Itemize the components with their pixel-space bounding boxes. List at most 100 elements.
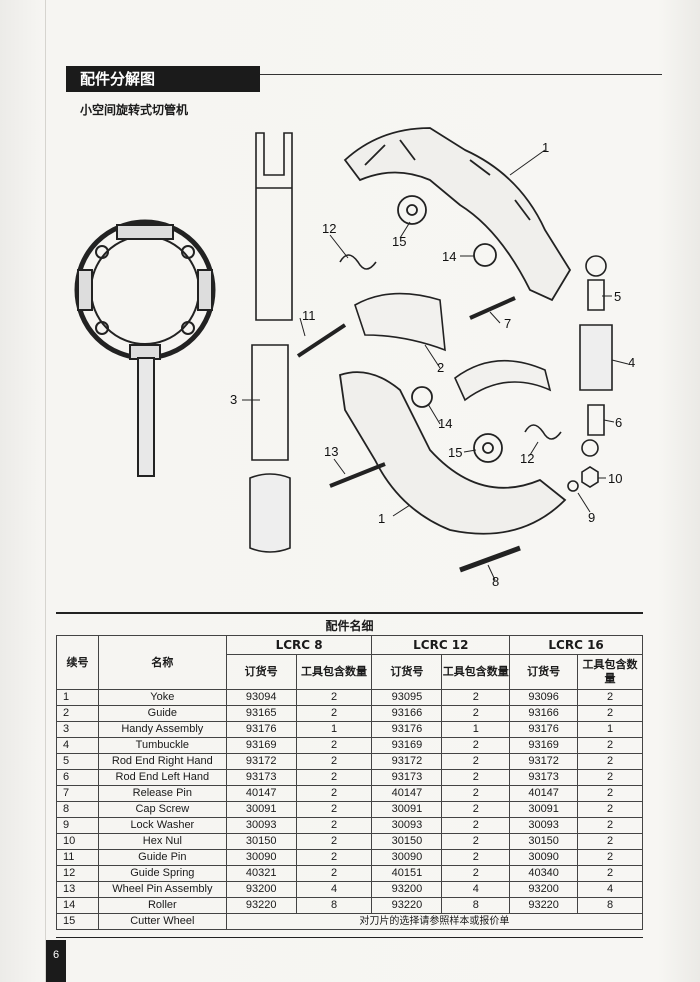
header-rule (260, 74, 662, 75)
cell-qty: 2 (577, 801, 643, 818)
cell-name: Guide Pin (97, 849, 227, 866)
guides-drawing (354, 292, 552, 402)
cell-qty: 2 (295, 737, 373, 754)
cell-name: Rod End Left Hand (97, 769, 227, 786)
cell-order-no: 30090 (509, 849, 579, 866)
cell-no: 4 (56, 737, 99, 754)
cell-order-no: 93173 (509, 769, 579, 786)
cell-no: 3 (56, 721, 99, 738)
cell-order-no: 30090 (371, 849, 443, 866)
cell-name: Guide Spring (97, 865, 227, 882)
cell-order-no: 40340 (509, 865, 579, 882)
cell-order-no: 40147 (509, 785, 579, 802)
cell-qty: 2 (441, 833, 511, 850)
exploded-parts-diagram: 1 12 15 14 5 11 7 4 3 2 14 6 13 15 12 10… (74, 127, 635, 589)
cell-order-no: 93166 (509, 705, 579, 722)
cell-qty: 2 (441, 737, 511, 754)
cell-qty: 1 (441, 721, 511, 738)
cell-order-no: 93169 (225, 737, 297, 754)
lower-yoke-drawing (339, 371, 567, 535)
callout-6: 6 (615, 415, 622, 430)
cell-order-no: 93095 (371, 689, 443, 706)
cell-order-no: 30093 (509, 817, 579, 834)
cell-order-no: 40321 (225, 865, 297, 882)
cell-order-no: 93220 (509, 897, 579, 914)
callout-3: 3 (230, 392, 237, 407)
callout-2: 2 (437, 360, 444, 375)
cell-qty: 4 (441, 881, 511, 898)
cell-qty: 2 (295, 833, 373, 850)
cell-order-no: 30091 (225, 801, 297, 818)
cell-qty: 8 (441, 897, 511, 914)
callout-11: 11 (302, 308, 316, 323)
cell-no: 11 (56, 849, 99, 866)
cell-qty: 2 (441, 817, 511, 834)
col-header-qty-8: 工具包含数量 (295, 654, 373, 690)
callout-8: 8 (492, 574, 499, 589)
leader-lines (242, 149, 629, 581)
cell-no: 1 (56, 689, 99, 706)
parts-table: 续号 名称 LCRC 8 LCRC 12 LCRC 16 订货号 工具包含数量 … (56, 635, 644, 930)
assembled-cutter-drawing (74, 219, 216, 477)
cell-order-no: 93172 (371, 753, 443, 770)
cutter-wheel-note: 对刀片的选择请参照样本或报价单 (225, 913, 644, 930)
cell-order-no: 93176 (225, 721, 297, 738)
cell-order-no: 93172 (225, 753, 297, 770)
cell-order-no: 30150 (225, 833, 297, 850)
cell-qty: 2 (295, 849, 373, 866)
cell-qty: 2 (441, 753, 511, 770)
cell-order-no: 30150 (509, 833, 579, 850)
diagram-callouts: 1 12 15 14 5 11 7 4 3 2 14 6 13 15 12 10… (230, 140, 635, 589)
callout-7: 7 (504, 316, 511, 331)
cell-order-no: 93220 (371, 897, 443, 914)
cell-order-no: 93096 (509, 689, 579, 706)
cell-qty: 2 (295, 817, 373, 834)
cell-order-no: 93166 (371, 705, 443, 722)
callout-4: 4 (628, 355, 635, 370)
callout-14: 14 (442, 249, 456, 264)
cell-no: 13 (56, 881, 99, 898)
turnbuckle-drawing (579, 255, 613, 457)
col-header-qty-16: 工具包含数量 (577, 654, 643, 690)
cell-no: 7 (56, 785, 99, 802)
cell-no: 15 (56, 913, 99, 930)
small-parts-drawing (296, 254, 599, 573)
cell-qty: 2 (441, 801, 511, 818)
cell-order-no: 93172 (509, 753, 579, 770)
cell-qty: 1 (295, 721, 373, 738)
cell-qty: 2 (441, 849, 511, 866)
col-header-qty-12: 工具包含数量 (441, 654, 511, 690)
group-header-lcrc16: LCRC 16 (509, 635, 643, 655)
section-title: 配件分解图 (66, 66, 260, 92)
cell-qty: 2 (577, 817, 643, 834)
col-header-order-8: 订货号 (225, 654, 297, 690)
cell-qty: 2 (295, 689, 373, 706)
page-edge (45, 0, 46, 982)
cell-order-no: 30091 (509, 801, 579, 818)
cell-name: Handy Assembly (97, 721, 227, 738)
col-header-name: 名称 (97, 635, 227, 690)
cell-order-no: 40151 (371, 865, 443, 882)
cell-qty: 2 (577, 785, 643, 802)
cell-qty: 4 (295, 881, 373, 898)
cell-qty: 8 (577, 897, 643, 914)
cell-qty: 2 (577, 705, 643, 722)
tube-handle-drawing (249, 132, 293, 553)
cell-no: 2 (56, 705, 99, 722)
cell-qty: 2 (295, 705, 373, 722)
cell-order-no: 30091 (371, 801, 443, 818)
upper-yoke-drawing (343, 127, 572, 302)
callout-13: 13 (324, 444, 338, 459)
cell-qty: 2 (577, 753, 643, 770)
cell-qty: 2 (441, 769, 511, 786)
cell-qty: 2 (441, 689, 511, 706)
table-title: 配件名细 (325, 619, 374, 633)
cell-name: Guide (97, 705, 227, 722)
